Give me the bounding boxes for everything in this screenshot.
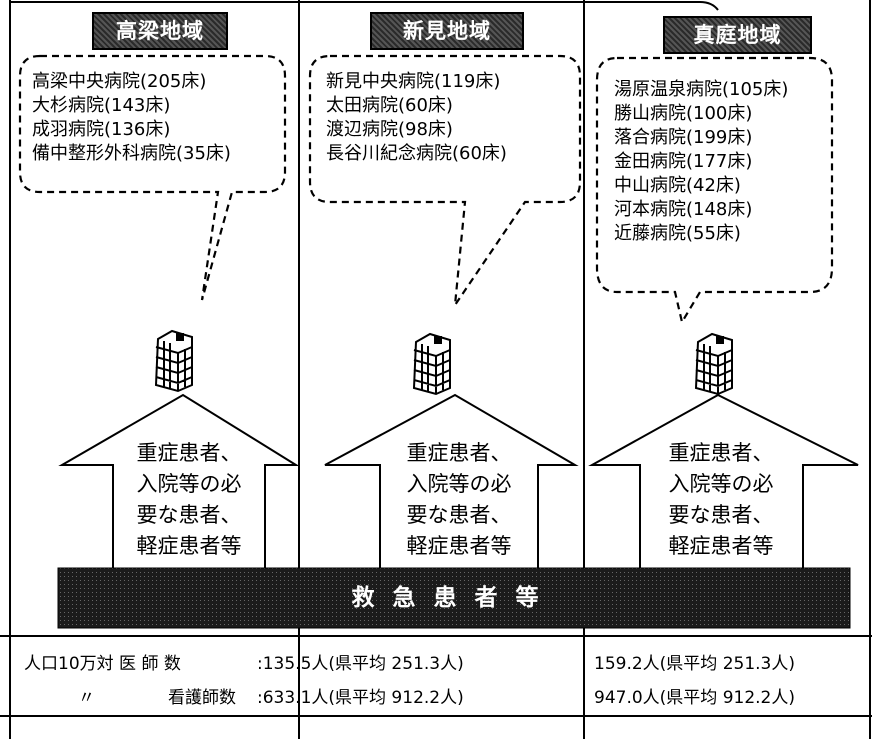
hospital-item: 太田病院(60床) bbox=[326, 95, 453, 116]
arrow-line: 軽症患者等 bbox=[406, 534, 512, 558]
arrow-line: 要な患者、 bbox=[136, 503, 242, 527]
hospital-list-maniwa: 湯原温泉病院(105床) 勝山病院(100床) 落合病院(199床) 金田病院(… bbox=[614, 78, 788, 246]
hospital-item: 中山病院(42床) bbox=[614, 175, 741, 196]
arrow-line: 入院等の必 bbox=[136, 472, 242, 496]
hospital-list-takahashi: 高梁中央病院(205床) 大杉病院(143床) 成羽病院(136床) 備中整形外… bbox=[32, 70, 231, 166]
bubble-takahashi bbox=[18, 54, 287, 301]
arrow-2 bbox=[324, 393, 579, 571]
hospital-list-niimi: 新見中央病院(119床) 太田病院(60床) 渡辺病院(98床) 長谷川紀念病院… bbox=[326, 70, 507, 166]
hospital-item: 備中整形外科病院(35床) bbox=[32, 143, 231, 164]
hospital-item: 高梁中央病院(205床) bbox=[32, 71, 207, 92]
left-doctors-value: :135.5人(県平均 251.3人) bbox=[257, 654, 464, 674]
arrow-line: 重症患者、 bbox=[668, 441, 774, 465]
hospital-item: 河本病院(148床) bbox=[614, 199, 753, 220]
top-border bbox=[10, 1, 719, 11]
right-nurses-value: 947.0人(県平均 912.2人) bbox=[594, 688, 796, 708]
hospital-item: 成羽病院(136床) bbox=[32, 119, 171, 140]
arrow-line: 軽症患者等 bbox=[668, 534, 774, 558]
left-nurses-value: :633.1人(県平均 912.2人) bbox=[257, 688, 464, 708]
nurses-label-mark: 〃 bbox=[78, 688, 95, 708]
hospital-icon-2 bbox=[412, 332, 451, 396]
doctors-label: 人口10万対 医 師 数 bbox=[24, 654, 181, 674]
arrow-label-2: 重症患者、 入院等の必 要な患者、 軽症患者等 bbox=[389, 438, 529, 562]
arrow-3 bbox=[588, 393, 859, 571]
nurses-label: 看護師数 bbox=[168, 688, 236, 708]
header-niimi: 新見地域 bbox=[370, 12, 524, 50]
bubble-maniwa bbox=[595, 56, 834, 325]
arrow-1 bbox=[58, 393, 300, 571]
column-dividers bbox=[9, 0, 871, 739]
arrow-line: 入院等の必 bbox=[406, 472, 512, 496]
header-maniwa: 真庭地域 bbox=[663, 16, 812, 54]
header-takahashi: 高梁地域 bbox=[92, 12, 228, 50]
right-doctors-value: 159.2人(県平均 251.3人) bbox=[594, 654, 796, 674]
arrow-line: 重症患者、 bbox=[136, 441, 242, 465]
bubble-niimi bbox=[308, 54, 582, 306]
arrow-line: 重症患者、 bbox=[406, 441, 512, 465]
arrow-label-1: 重症患者、 入院等の必 要な患者、 軽症患者等 bbox=[119, 438, 259, 562]
hospital-icon-3 bbox=[694, 332, 733, 396]
arrow-line: 要な患者、 bbox=[668, 503, 774, 527]
hospital-item: 湯原温泉病院(105床) bbox=[614, 79, 789, 100]
hospital-item: 渡辺病院(98床) bbox=[326, 119, 453, 140]
arrow-line: 軽症患者等 bbox=[136, 534, 242, 558]
hospital-item: 長谷川紀念病院(60床) bbox=[326, 143, 507, 164]
hospital-item: 大杉病院(143床) bbox=[32, 95, 171, 116]
hospital-item: 新見中央病院(119床) bbox=[326, 71, 501, 92]
hospital-item: 近藤病院(55床) bbox=[614, 223, 741, 244]
banner-label: 救急患者等 bbox=[351, 585, 557, 611]
hospital-icon-1 bbox=[154, 329, 193, 393]
arrow-label-3: 重症患者、 入院等の必 要な患者、 軽症患者等 bbox=[651, 438, 791, 562]
hospital-item: 金田病院(177床) bbox=[614, 151, 753, 172]
hospital-item: 勝山病院(100床) bbox=[614, 103, 753, 124]
arrow-line: 入院等の必 bbox=[668, 472, 774, 496]
arrow-line: 要な患者、 bbox=[406, 503, 512, 527]
hospital-item: 落合病院(199床) bbox=[614, 127, 753, 148]
emergency-banner bbox=[57, 567, 851, 629]
